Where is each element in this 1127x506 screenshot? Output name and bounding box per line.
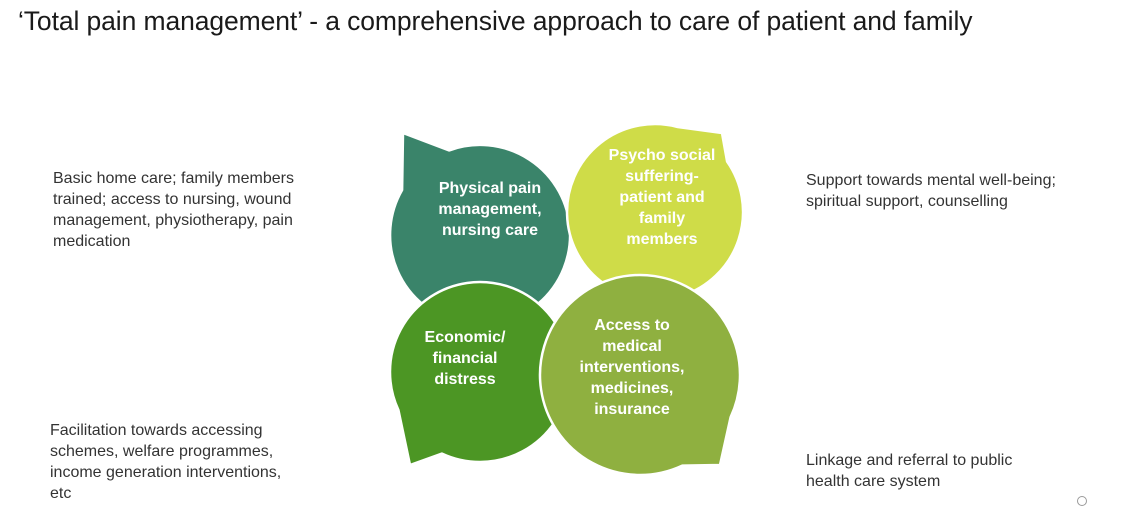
bubble-physical-label: Physical pain management, nursing care xyxy=(438,180,541,239)
bubble-economic-distress: Economic/financial distress xyxy=(388,280,572,467)
slide-title: ‘Total pain management’ - a comprehensiv… xyxy=(18,6,973,36)
bubble-psychosocial-shape xyxy=(565,122,745,302)
note-line: income generation interventions, xyxy=(50,464,282,481)
bubble-label-line: nursing care xyxy=(442,222,538,239)
note-line: health care system xyxy=(806,473,941,490)
bubble-label-line: Physical pain xyxy=(439,180,541,197)
note-line: schemes, welfare programmes, xyxy=(50,443,274,460)
note-top-right: Support towards mental well-being; spiri… xyxy=(806,170,1056,212)
bubble-label-line: financial xyxy=(433,350,498,367)
note-line: spiritual support, counselling xyxy=(806,193,1008,210)
bubble-label-line: medicines, xyxy=(591,380,674,397)
bubble-economic-label: Economic/financial distress xyxy=(425,329,506,388)
note-top-left: Basic home care; family members trained;… xyxy=(53,168,294,252)
bubble-medical-label: Access to medical interventions, medicines,… xyxy=(580,317,685,418)
bubble-economic-shape xyxy=(388,280,572,467)
note-line: Facilitation towards accessing xyxy=(50,422,263,439)
note-line: trained; access to nursing, wound xyxy=(53,191,292,208)
bubble-psychosocial-label: Psycho social suffering-patient and family… xyxy=(609,147,716,248)
bubble-label-line: insurance xyxy=(594,401,670,418)
bubble-label-line: medical xyxy=(602,338,662,355)
bubble-label-line: patient and xyxy=(619,189,704,206)
bubble-label-line: members xyxy=(626,231,697,248)
bubble-label-line: Economic/ xyxy=(425,329,506,346)
bubble-label-line: suffering- xyxy=(625,168,699,185)
bubble-label-line: interventions, xyxy=(580,359,685,376)
note-line: management, physiotherapy, pain xyxy=(53,212,293,229)
note-bottom-left: Facilitation towards accessing schemes, … xyxy=(50,420,281,504)
note-bottom-right: Linkage and referral to public health ca… xyxy=(806,450,1012,492)
bubble-label-line: family xyxy=(639,210,685,227)
note-line: Support towards mental well-being; xyxy=(806,172,1056,189)
bubble-label-line: distress xyxy=(434,371,495,388)
note-line: Basic home care; family members xyxy=(53,170,294,187)
bubble-medical-shape xyxy=(538,273,742,477)
bubble-psychosocial-suffering: Psycho social suffering-patient and family… xyxy=(565,122,745,302)
slide-corner-circle-icon xyxy=(1077,496,1087,506)
bubble-medical-access: Access to medical interventions, medicines,… xyxy=(538,273,742,477)
bubble-label-line: Access to xyxy=(594,317,670,334)
note-line: medication xyxy=(53,233,131,250)
bubble-label-line: Psycho social xyxy=(609,147,716,164)
note-line: etc xyxy=(50,485,72,502)
note-line: Linkage and referral to public xyxy=(806,452,1013,469)
bubble-label-line: management, xyxy=(438,201,541,218)
